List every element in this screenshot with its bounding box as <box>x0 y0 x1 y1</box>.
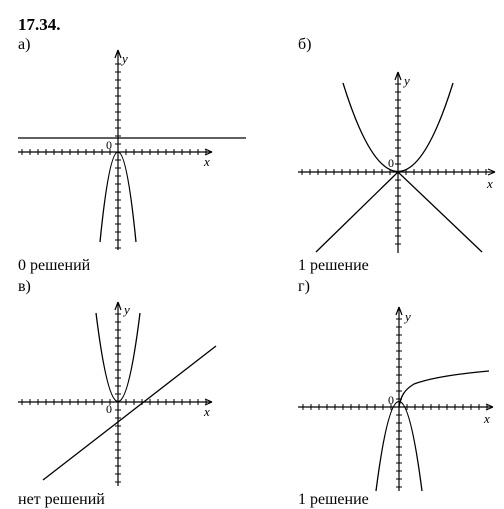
graph-c-x-label: x <box>203 404 210 419</box>
graph-c: y 0 x <box>18 301 217 486</box>
panel-caption-b: 1 решение <box>298 257 369 274</box>
graph-a-ticks <box>21 63 207 249</box>
problem-number: 17.34. <box>18 15 61 34</box>
graph-d-ticks <box>302 318 488 488</box>
graph-a: y 0 x <box>18 49 246 250</box>
panel-caption-a: 0 решений <box>18 257 91 274</box>
graph-c-upward-parabola <box>95 312 141 403</box>
panel-label-c: в) <box>18 278 31 295</box>
graph-b-origin-label: 0 <box>388 156 394 170</box>
graph-d-downward-parabola <box>375 400 423 492</box>
panel-caption-c: нет решений <box>18 491 105 508</box>
graph-c-ticks <box>21 313 207 483</box>
panel-caption-d: 1 решение <box>298 491 369 508</box>
graph-b-x-label: x <box>486 176 493 191</box>
graph-c-origin-label: 0 <box>106 402 112 416</box>
panel-label-b: б) <box>298 36 312 53</box>
graph-d-y-label: y <box>403 309 411 324</box>
panel-label-d: г) <box>298 278 310 295</box>
graph-a-y-arrow <box>114 49 122 59</box>
graph-b-axes <box>298 71 496 253</box>
graph-a-y-label: y <box>120 51 128 66</box>
graph-b: y 0 x <box>298 71 496 253</box>
graph-b-y-arrow <box>394 71 402 81</box>
graph-d-axes <box>298 306 494 491</box>
graph-c-slanted-line <box>42 345 217 481</box>
graph-b-x-arrow <box>487 168 496 176</box>
graph-c-y-arrow <box>114 301 122 311</box>
graph-d-x-label: x <box>483 411 490 426</box>
graph-b-y-label: y <box>402 73 410 88</box>
graph-d-root-curve <box>398 370 490 408</box>
graph-b-ticks <box>301 83 487 245</box>
graph-b-absolute-value-graph <box>315 171 483 253</box>
graph-d: y 0 x <box>298 306 494 492</box>
graph-c-y-label: y <box>122 302 130 317</box>
graph-a-downward-parabola <box>99 151 137 243</box>
graph-d-y-arrow <box>395 306 403 316</box>
graph-a-x-label: x <box>203 154 210 169</box>
panel-label-a: а) <box>18 36 31 53</box>
graph-d-origin-label: 0 <box>388 393 394 407</box>
graph-a-origin-label: 0 <box>106 138 112 152</box>
